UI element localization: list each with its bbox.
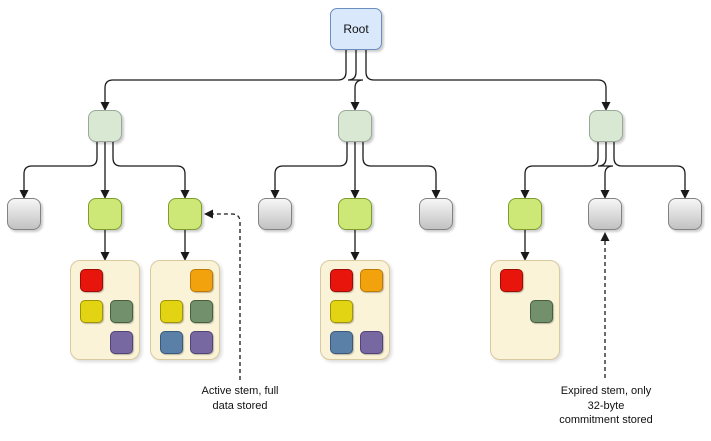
data-square-purple <box>190 331 213 354</box>
data-square-red <box>80 269 103 292</box>
edge-stem-leaf <box>23 142 98 190</box>
active-leaf-node <box>88 198 122 230</box>
data-square-yellow <box>80 300 103 323</box>
edge-stem-leaf <box>597 142 614 190</box>
data-square-orange <box>360 269 383 292</box>
root-node: Root <box>330 8 382 50</box>
expired-leaf-node <box>668 198 702 230</box>
edge-root-stem-2 <box>347 50 364 102</box>
stem-node-1 <box>88 110 122 142</box>
expired-leaf-node <box>419 198 453 230</box>
stem-node-3 <box>589 110 623 142</box>
expired-leaf-node <box>588 198 622 230</box>
edge-stem-leaf <box>524 142 599 190</box>
arrowhead <box>204 209 213 219</box>
expired-leaf-node <box>7 198 41 230</box>
annotation-active-stem: Active stem, full data stored <box>201 385 279 412</box>
data-square-green <box>110 300 133 323</box>
edge-root-stem-1 <box>104 50 347 102</box>
data-square-orange <box>190 269 213 292</box>
data-square-green <box>530 300 553 323</box>
active-leaf-node <box>338 198 372 230</box>
data-square-blue <box>330 331 353 354</box>
arrowhead <box>600 232 610 241</box>
data-square-yellow <box>330 300 353 323</box>
data-square-red <box>330 269 353 292</box>
data-square-yellow <box>160 300 183 323</box>
edge-stem-leaf <box>274 142 348 190</box>
stem-node-2 <box>338 110 372 142</box>
edge-stem-leaf <box>362 142 437 190</box>
data-square-blue <box>160 331 183 354</box>
annotation-expired-stem: Expired stem, only 32-byte commitment st… <box>559 385 653 427</box>
data-square-red <box>500 269 523 292</box>
root-label: Root <box>343 22 369 36</box>
active-leaf-node <box>508 198 542 230</box>
data-square-green <box>190 300 213 323</box>
expired-leaf-node <box>258 198 292 230</box>
edge-stem-leaf <box>112 142 186 190</box>
data-square-purple <box>110 331 133 354</box>
active-leaf-node <box>168 198 202 230</box>
data-square-purple <box>360 331 383 354</box>
edge-stem-leaf <box>613 142 686 190</box>
edge-root-stem-3 <box>365 50 607 102</box>
